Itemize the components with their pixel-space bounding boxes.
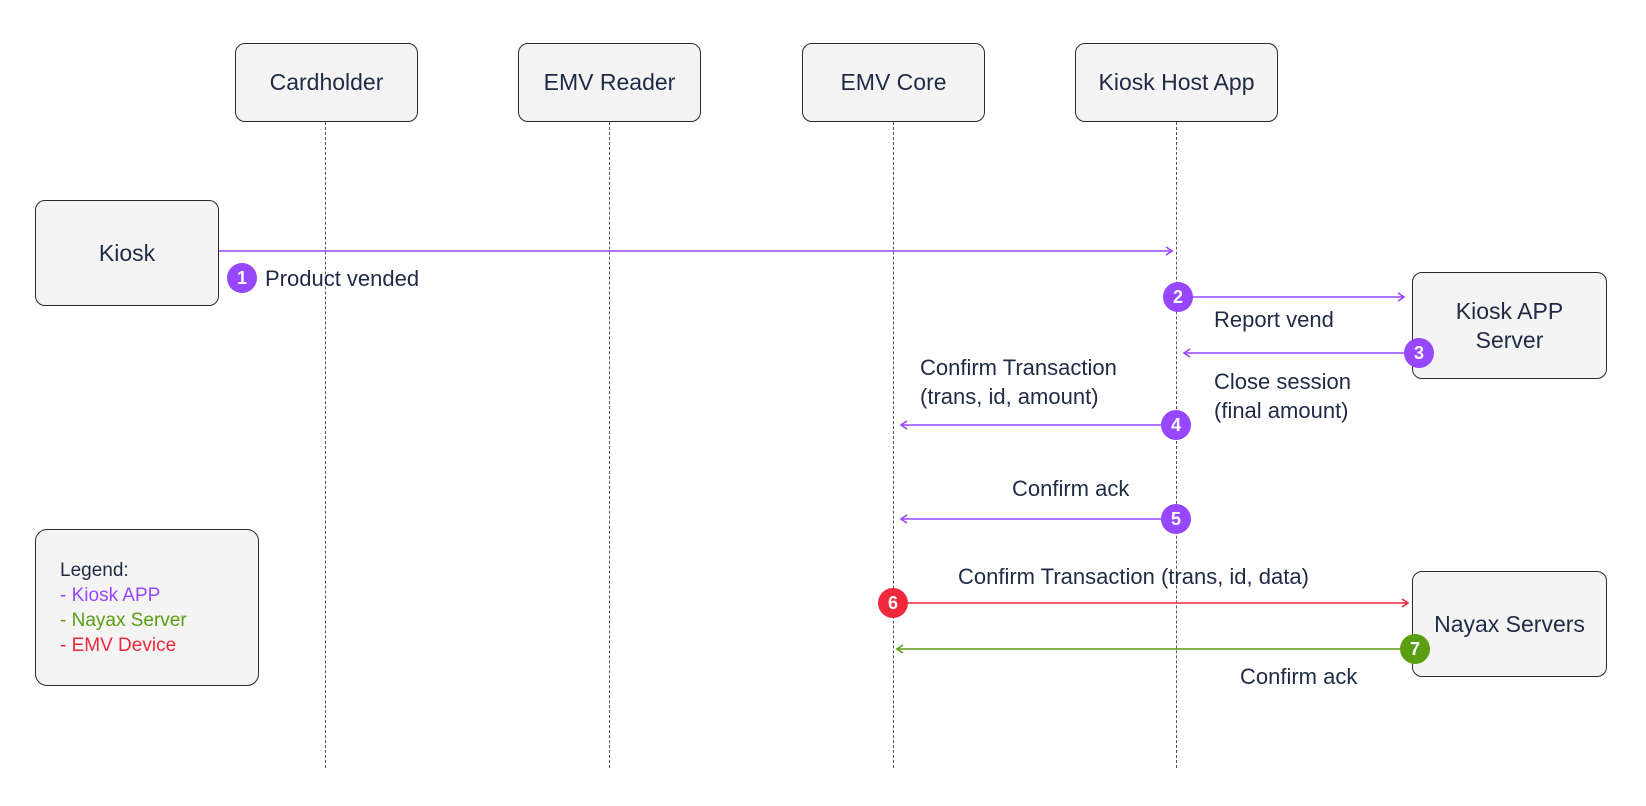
step-4-badge: 4 (1161, 410, 1191, 440)
external-nayax-servers-label: Nayax Servers (1434, 610, 1585, 637)
lifeline-emv-core (893, 122, 894, 768)
step-4-label: Confirm Transaction (trans, id, amount) (920, 355, 1117, 409)
external-kiosk-app-server: Kiosk APP Server (1412, 272, 1607, 379)
step-6-badge: 6 (878, 588, 908, 618)
external-nayax-servers: Nayax Servers (1412, 571, 1607, 677)
legend-item-kiosk-app: - Kiosk APP (60, 585, 161, 606)
participant-emv-reader-label: EMV Reader (543, 69, 676, 95)
step-5-badge: 5 (1161, 504, 1191, 534)
arrowhead-5 (899, 514, 908, 524)
participant-cardholder: Cardholder (235, 43, 418, 122)
arrowhead-2 (1397, 292, 1406, 302)
step-2-label: Report vend (1214, 307, 1334, 332)
participant-kiosk-host-app: Kiosk Host App (1075, 43, 1278, 122)
arrowhead-1 (1165, 246, 1174, 256)
step-3-label: Close session (final amount) (1214, 369, 1351, 423)
lifeline-kiosk-host-app (1176, 122, 1177, 768)
step-1-badge: 1 (227, 263, 257, 293)
legend-title: Legend: (60, 560, 129, 581)
external-kiosk-label: Kiosk (98, 239, 156, 266)
step-2-badge: 2 (1163, 282, 1193, 312)
participant-emv-core-label: EMV Core (840, 69, 947, 95)
arrowhead-6 (1401, 598, 1410, 608)
participant-emv-reader: EMV Reader (518, 43, 701, 122)
legend-item-nayax-server: - Nayax Server (60, 610, 187, 631)
step-7-badge: 7 (1400, 634, 1430, 664)
step-7-label: Confirm ack (1240, 664, 1358, 689)
step-3-badge: 3 (1404, 338, 1434, 368)
arrowhead-4 (899, 420, 908, 430)
external-kiosk: Kiosk (35, 200, 219, 306)
step-6-label: Confirm Transaction (trans, id, data) (958, 564, 1309, 589)
participant-emv-core: EMV Core (802, 43, 985, 122)
arrowhead-7 (895, 644, 904, 654)
step-1-label: Product vended (265, 266, 420, 291)
lifeline-cardholder (325, 122, 326, 768)
legend-box: Legend: - Kiosk APP - Nayax Server - EMV… (35, 529, 259, 686)
arrowhead-3 (1182, 348, 1191, 358)
participant-cardholder-label: Cardholder (269, 69, 384, 95)
legend-item-emv-device: - EMV Device (60, 635, 177, 656)
participant-kiosk-host-app-label: Kiosk Host App (1098, 69, 1255, 95)
lifeline-emv-reader (609, 122, 610, 768)
step-5-label: Confirm ack (1012, 476, 1130, 501)
external-kiosk-app-server-label: Kiosk APP Server (1455, 297, 1564, 353)
